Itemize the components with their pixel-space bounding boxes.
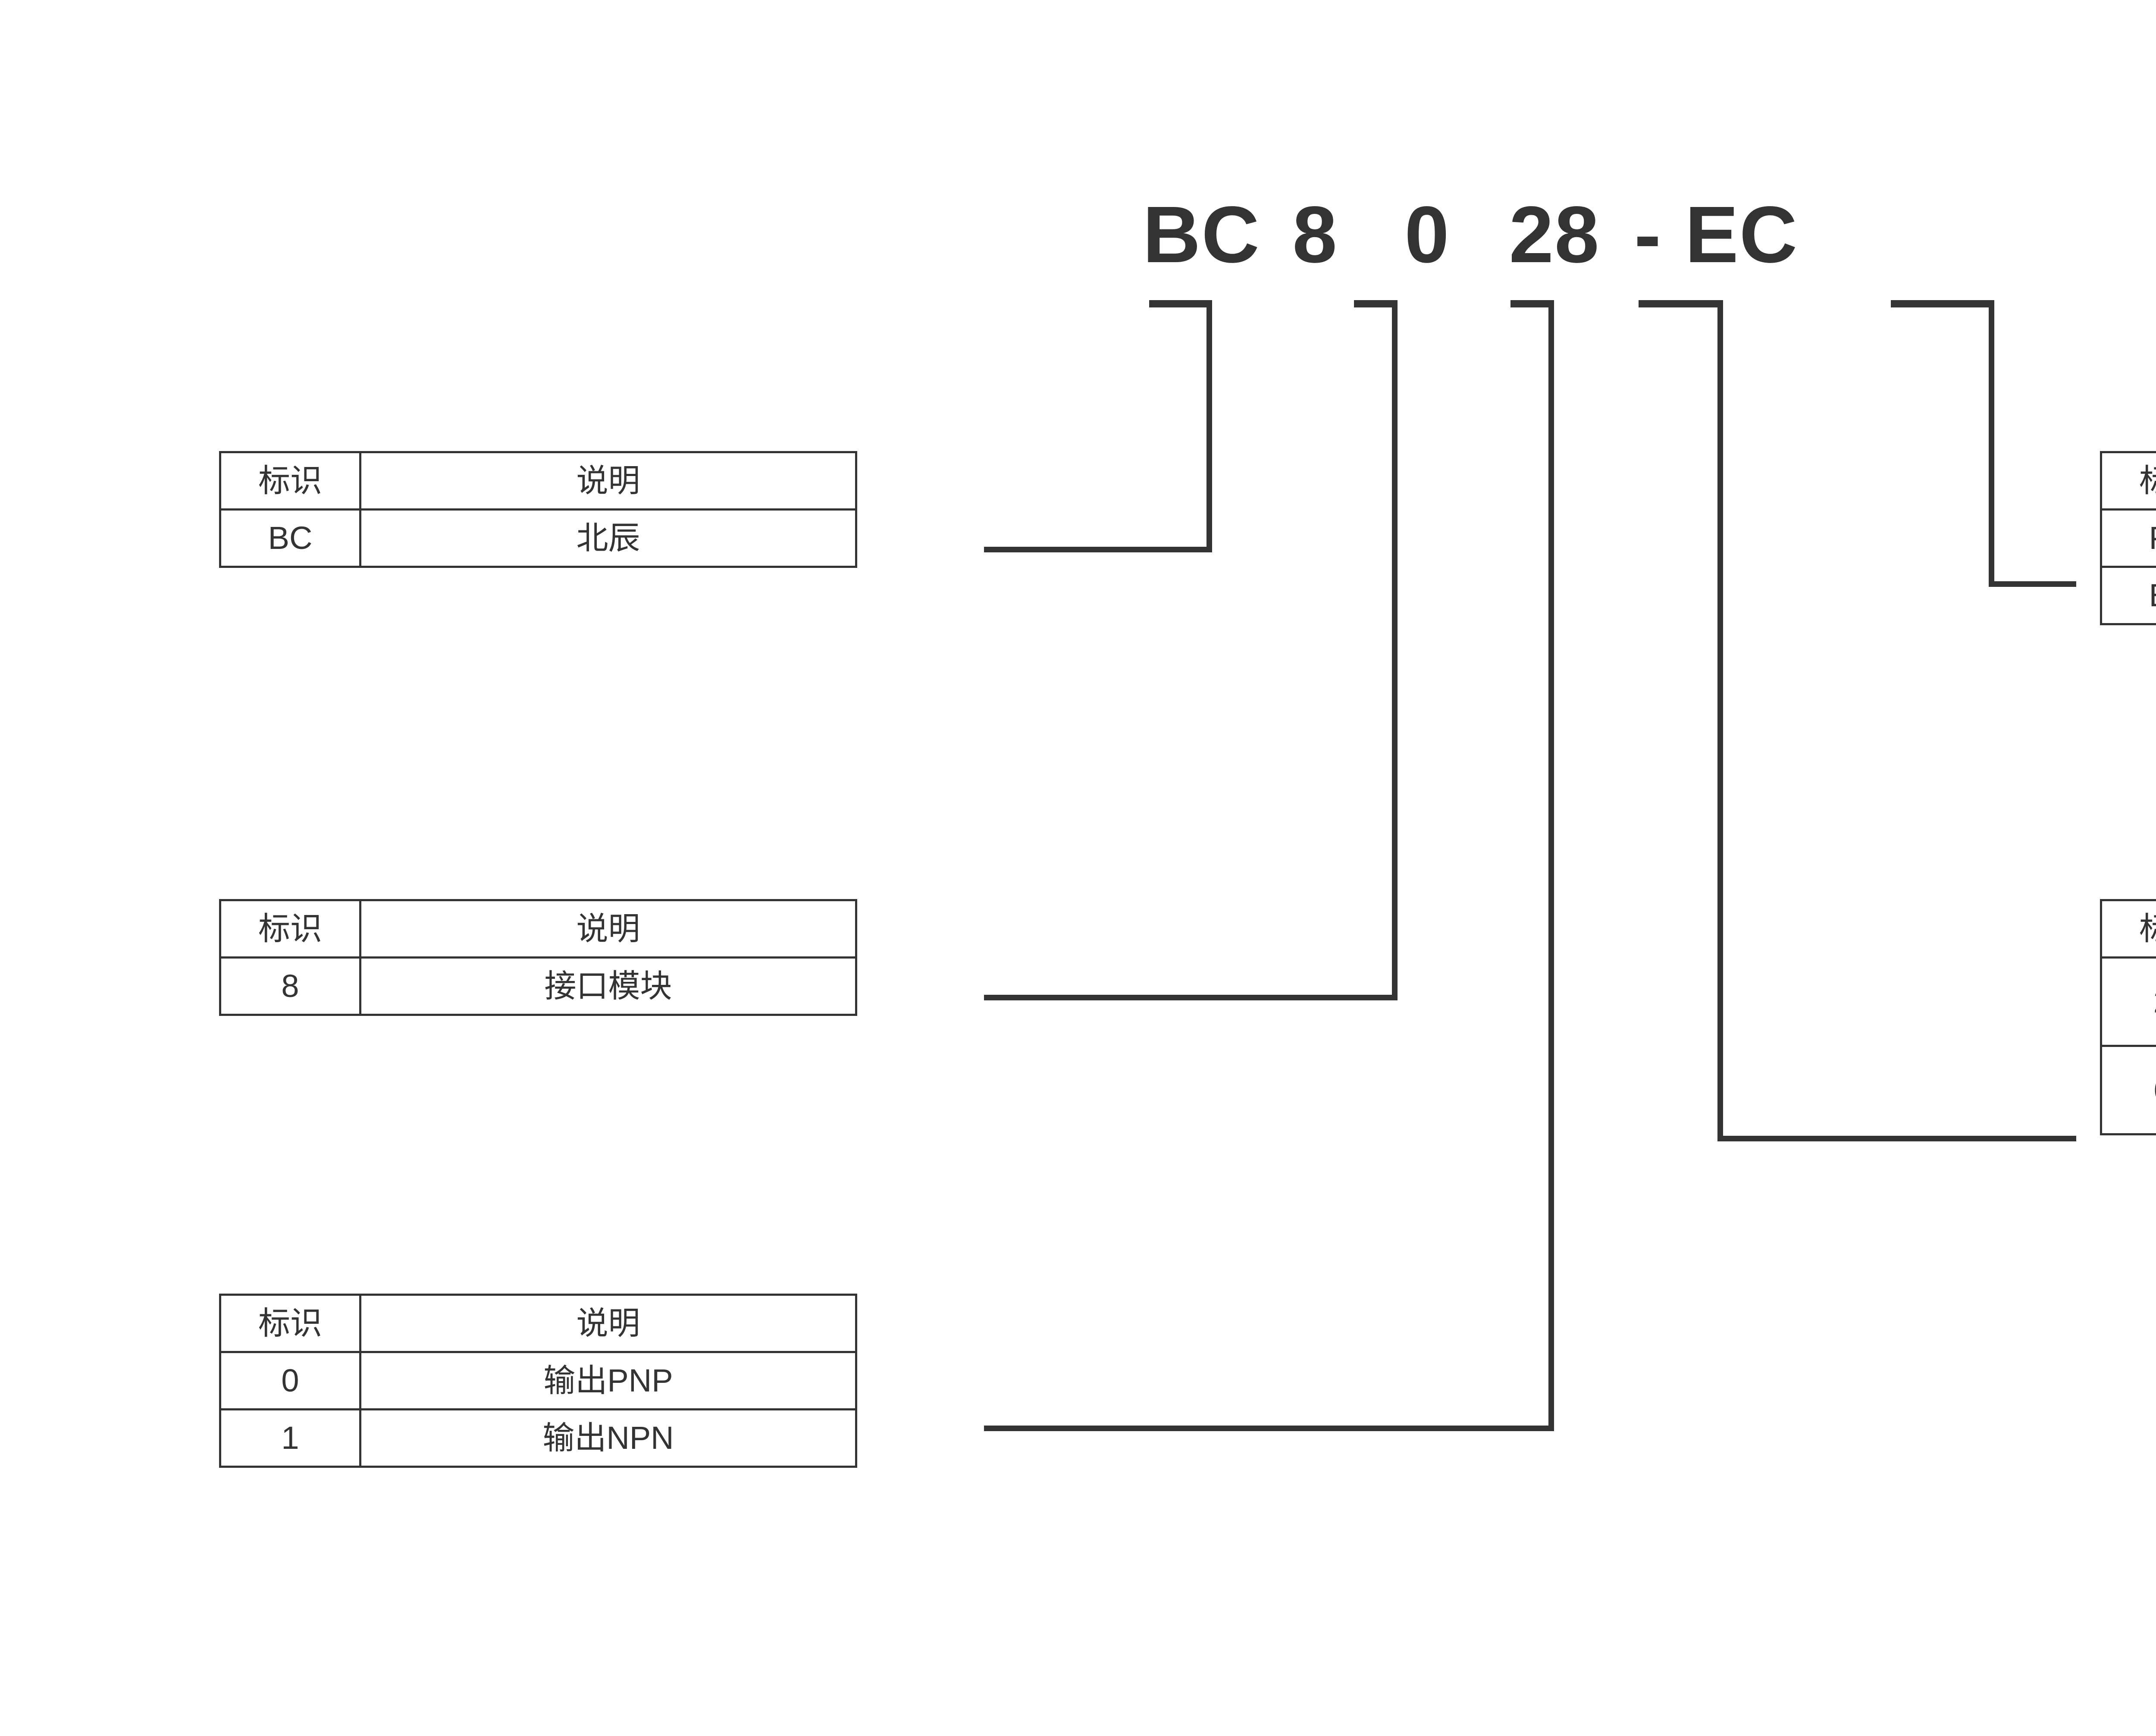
table-header-row: 标识 说明 bbox=[2100, 451, 2156, 511]
cell-id: 8 bbox=[219, 956, 361, 1016]
cell-desc: 输出NPN bbox=[359, 1408, 857, 1468]
brand-table: 标识 说明 BC 北辰 bbox=[219, 451, 857, 568]
connector-series-vertical bbox=[1392, 300, 1398, 1000]
column-header-desc: 说明 bbox=[359, 1294, 857, 1353]
cell-id: 28 bbox=[2100, 956, 2156, 1047]
table-row: 8 接口模块 bbox=[219, 956, 857, 1016]
cell-id: 1 bbox=[219, 1408, 361, 1468]
column-header-desc: 说明 bbox=[359, 899, 857, 959]
connector-output-horizontal bbox=[984, 1426, 1554, 1431]
connector-brand-vertical bbox=[1206, 300, 1212, 552]
column-header-id: 标识 bbox=[219, 899, 361, 959]
table-row: 1 输出NPN bbox=[219, 1408, 857, 1468]
cell-desc: 北辰 bbox=[359, 508, 857, 568]
cell-id: EC bbox=[2100, 566, 2156, 625]
part-number-string: BC 8 0 28 - EC bbox=[1143, 185, 2117, 285]
connector-points-horizontal bbox=[1717, 1136, 2076, 1141]
underline-points bbox=[1639, 300, 1723, 307]
column-header-id: 标识 bbox=[2100, 899, 2156, 959]
table-row: 28 28点 (16DI/12DO) bbox=[2100, 956, 2156, 1047]
part-segment-points: 28 bbox=[1509, 190, 1600, 279]
column-header-id: 标识 bbox=[2100, 451, 2156, 511]
cell-id: 60 bbox=[2100, 1045, 2156, 1135]
table-row: 60 60点 (32DI/28DO) bbox=[2100, 1045, 2156, 1135]
table-header-row: 标识 说明 bbox=[219, 899, 857, 959]
part-segment-output: 0 bbox=[1404, 190, 1450, 279]
table-header-row: 标识 说明 bbox=[219, 451, 857, 511]
table-row: BC 北辰 bbox=[219, 508, 857, 568]
part-segment-brand: BC bbox=[1143, 190, 1260, 279]
connector-series-horizontal bbox=[984, 995, 1398, 1000]
table-row: PN PPOFINET bbox=[2100, 508, 2156, 568]
connector-output-vertical bbox=[1548, 300, 1554, 1431]
part-segment-series: 8 bbox=[1292, 190, 1338, 279]
points-table: 标识 说明 28 28点 (16DI/12DO) 60 60点 (32DI/28… bbox=[2100, 899, 2156, 1135]
column-header-id: 标识 bbox=[219, 1294, 361, 1353]
underline-output bbox=[1510, 300, 1554, 307]
underline-series bbox=[1354, 300, 1397, 307]
connector-points-vertical bbox=[1717, 300, 1723, 1141]
cell-desc: 接口模块 bbox=[359, 956, 857, 1016]
table-header-row: 标识 说明 bbox=[2100, 899, 2156, 959]
protocol-table: 标识 说明 PN PPOFINET EC EtherCAT bbox=[2100, 451, 2156, 625]
cell-id: 0 bbox=[219, 1351, 361, 1410]
part-segment-protocol: - EC bbox=[1634, 190, 1798, 279]
table-row: 0 输出PNP bbox=[219, 1351, 857, 1410]
cell-id: PN bbox=[2100, 508, 2156, 568]
column-header-id: 标识 bbox=[219, 451, 361, 511]
column-header-desc: 说明 bbox=[359, 451, 857, 511]
table-header-row: 标识 说明 bbox=[219, 1294, 857, 1353]
series-table: 标识 说明 8 接口模块 bbox=[219, 899, 857, 1016]
cell-id: BC bbox=[219, 508, 361, 568]
underline-protocol bbox=[1891, 300, 1994, 307]
output-table: 标识 说明 0 输出PNP 1 输出NPN bbox=[219, 1294, 857, 1468]
table-row: EC EtherCAT bbox=[2100, 566, 2156, 625]
cell-desc: 输出PNP bbox=[359, 1351, 857, 1410]
connector-brand-horizontal bbox=[984, 547, 1212, 552]
underline-brand bbox=[1149, 300, 1212, 307]
connector-protocol-horizontal bbox=[1989, 581, 2076, 587]
connector-protocol-vertical bbox=[1989, 300, 1994, 587]
